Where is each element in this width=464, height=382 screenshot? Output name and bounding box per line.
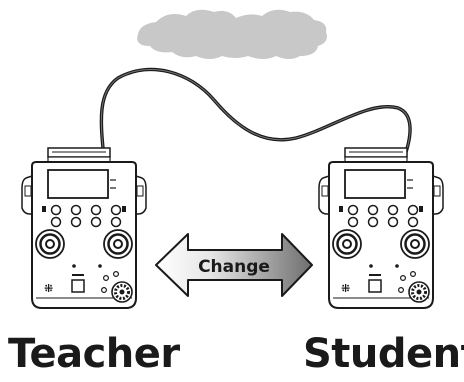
change-label: Change	[198, 257, 270, 277]
student-transmitter-icon	[319, 148, 443, 308]
trainer-cable	[101, 69, 410, 158]
teacher-transmitter-icon	[22, 148, 146, 308]
teacher-label: Teacher	[8, 334, 180, 374]
student-label: Student	[303, 334, 464, 374]
cloud-icon	[137, 10, 327, 59]
double-arrow-icon: Change	[156, 234, 312, 296]
